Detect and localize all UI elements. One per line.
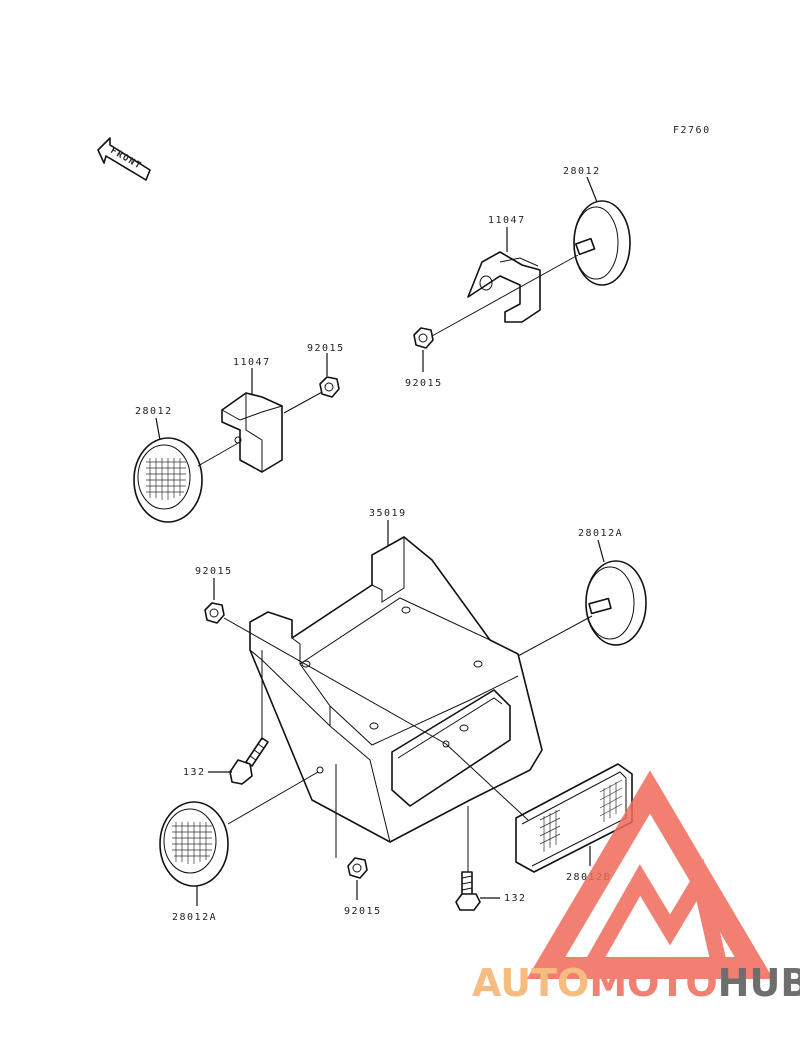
figure-code: F2760 — [673, 125, 711, 136]
label-11047-left: 11047 — [233, 357, 271, 368]
logo-text-moto: MOTO — [589, 961, 717, 1005]
label-28012-left: 28012 — [135, 406, 173, 417]
nut-92015-bottom — [347, 857, 368, 879]
label-28012-top: 28012 — [563, 166, 601, 177]
assembly-line-mid — [223, 617, 447, 745]
label-28012A-right: 28012A — [578, 528, 623, 539]
assembly-line-left-nut — [283, 390, 325, 414]
label-132-left: 132 — [183, 767, 206, 778]
label-92015-mid: 92015 — [195, 566, 233, 577]
reflector-28012-top — [573, 200, 631, 286]
reflector-28012A-right — [585, 560, 647, 646]
leader-28012A-right — [597, 539, 605, 563]
automotohub-logo: AUTOMOTOHUB — [472, 770, 800, 1005]
bracket-11047-right — [467, 251, 541, 323]
assembly-line-right — [517, 615, 593, 657]
leader-28012-top — [586, 176, 598, 203]
label-132-bottom: 132 — [504, 893, 527, 904]
assembly-line-top-right — [431, 254, 579, 337]
reflector-grid-left — [146, 458, 186, 500]
label-11047-right: 11047 — [488, 215, 526, 226]
svg-text:AUTOMOTOHUB: AUTOMOTOHUB — [472, 961, 800, 1005]
assembly-line-left — [197, 441, 241, 467]
label-92015-right: 92015 — [405, 378, 443, 389]
label-92015-left: 92015 — [307, 343, 345, 354]
leader-28012-left — [155, 417, 161, 441]
nut-92015-mid — [204, 602, 225, 624]
bolt-132-left — [229, 737, 269, 785]
assembly-line-28012B — [445, 743, 529, 821]
label-28012A-bottom: 28012A — [172, 912, 217, 923]
bracket-35019 — [249, 536, 543, 843]
nut-92015-left — [319, 376, 340, 398]
logo-m-icon — [583, 858, 728, 972]
reflector-28012-left — [133, 437, 203, 523]
front-arrow-icon: FRONT — [97, 137, 151, 181]
logo-text-auto: AUTO — [472, 961, 589, 1005]
assembly-line-bottom-left — [227, 771, 319, 825]
bracket-11047-left — [221, 392, 283, 473]
bolt-132-bottom — [455, 871, 481, 911]
reflector-grid-28012B — [539, 779, 623, 852]
label-35019: 35019 — [369, 508, 407, 519]
reflector-grid-bottom — [172, 822, 212, 864]
logo-text-hub: HUB — [718, 961, 800, 1005]
reflector-28012A-bottom — [159, 801, 229, 887]
nut-92015-right — [413, 327, 434, 349]
label-92015-bottom: 92015 — [344, 906, 382, 917]
